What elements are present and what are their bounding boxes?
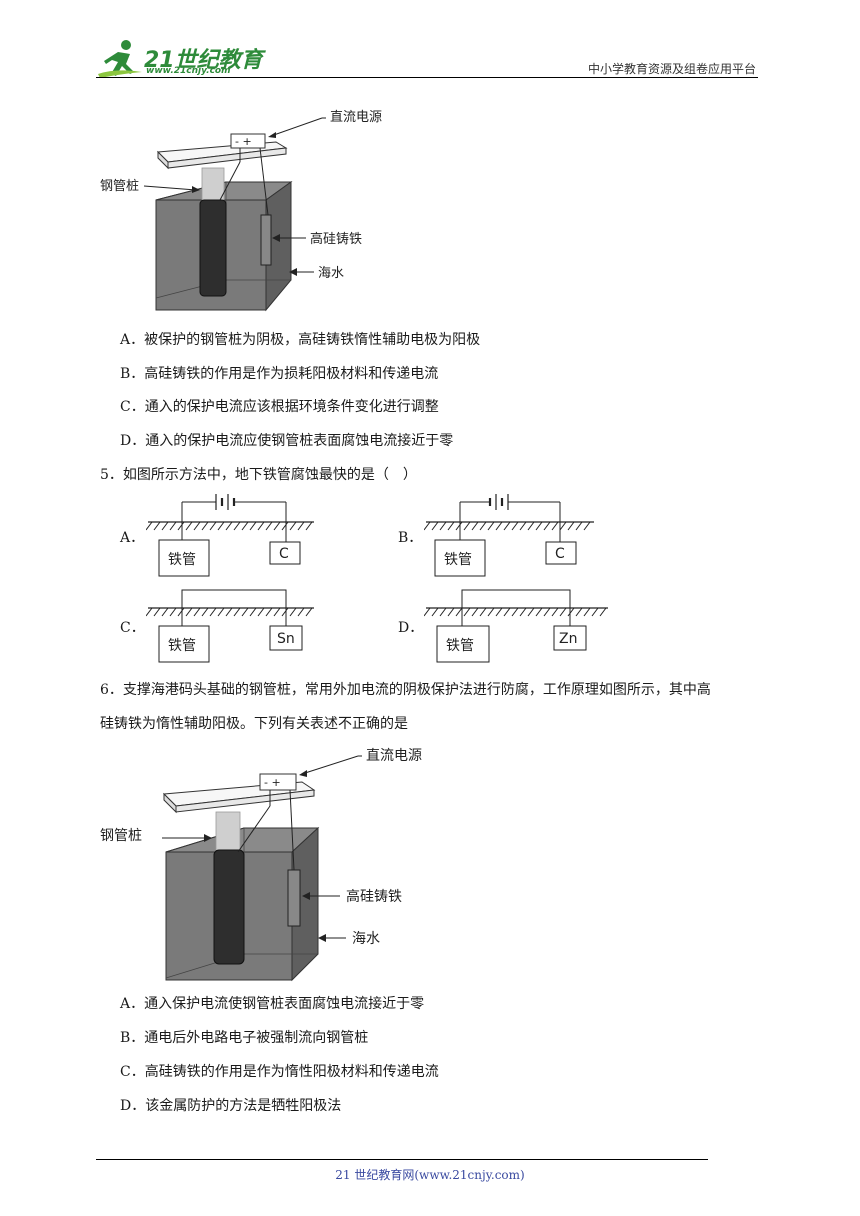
q5-d-electrode: Zn (559, 631, 577, 647)
q5-b-pipe: 铁管 (444, 552, 472, 568)
power-label-2: 直流电源 (366, 747, 422, 764)
q4-option-a: A．被保护的钢管桩为阴极，高硅铸铁惰性辅助电极为阳极 (120, 332, 481, 348)
q6-option-c: C．高硅铸铁的作用是作为惰性阳极材料和传递电流 (120, 1064, 439, 1080)
cathodic-protection-diagram-2: - + 直流电源 钢管桩 高硅铸铁 海水 (100, 747, 422, 982)
q5-c-electrode: Sn (277, 631, 295, 647)
footer-text: 21 世纪教育网(www.21cnjy.com) (335, 1168, 525, 1182)
q4-option-c: C．通入的保护电流应该根据环境条件变化进行调整 (120, 399, 439, 415)
anode-label-2: 高硅铸铁 (346, 888, 402, 905)
q5-option-d-letter: D． (398, 620, 424, 636)
cathodic-protection-diagram-1: - + 直流电源 钢管桩 高硅铸铁 海水 (100, 110, 382, 312)
q5-a-pipe: 铁管 (168, 552, 196, 568)
q4-option-b: B．高硅铸铁的作用是作为损耗阳极材料和传递电流 (120, 366, 439, 382)
q6-option-b: B．通电后外电路电子被强制流向钢管桩 (120, 1030, 369, 1046)
q6-option-a: A．通入保护电流使钢管桩表面腐蚀电流接近于零 (120, 996, 425, 1012)
anode-label: 高硅铸铁 (310, 231, 362, 247)
q6-option-d: D．该金属防护的方法是牺牲阳极法 (120, 1098, 342, 1114)
q5-diagram-d: 铁管 Zn (424, 589, 608, 663)
q5-option-b-letter: B． (398, 530, 423, 546)
logo (96, 38, 266, 80)
logo-text: 21世纪教育 (144, 48, 263, 73)
q5-a-electrode: C (279, 546, 289, 562)
runner-logo-icon (98, 40, 142, 78)
power-symbol: - + (235, 135, 252, 148)
water-label-2: 海水 (352, 931, 380, 947)
q5-diagram-a: 铁管 C (146, 494, 314, 577)
q6-stem-line2: 硅铸铁为惰性辅助阳极。下列有关表述不正确的是 (100, 716, 408, 732)
power-symbol-2: - + (264, 776, 281, 789)
water-label: 海水 (318, 266, 344, 281)
pile-label-2: 钢管桩 (100, 827, 142, 844)
q5-option-c-letter: C． (120, 620, 145, 636)
q5-d-pipe: 铁管 (446, 638, 474, 654)
q4-option-d: D．通入的保护电流应使钢管桩表面腐蚀电流接近于零 (120, 433, 454, 449)
header-divider (96, 77, 758, 78)
q5-option-a-letter: A． (120, 530, 145, 546)
logo-url: www.21cnjy.com (146, 66, 231, 76)
q5-stem: 5．如图所示方法中，地下铁管腐蚀最快的是（ ） (100, 467, 417, 483)
power-label: 直流电源 (330, 110, 382, 125)
footer-divider (96, 1159, 708, 1160)
q6-stem-line1: 6．支撑海港码头基础的钢管桩，常用外加电流的阴极保护法进行防腐，工作原理如图所示… (100, 682, 711, 698)
q5-diagram-c: 铁管 Sn (146, 589, 314, 663)
q5-c-pipe: 铁管 (168, 638, 196, 654)
pile-label: 钢管桩 (100, 179, 139, 194)
q5-b-electrode: C (555, 546, 565, 562)
header-platform-text: 中小学教育资源及组卷应用平台 (587, 62, 756, 76)
q5-diagram-b: 铁管 C (424, 494, 594, 577)
